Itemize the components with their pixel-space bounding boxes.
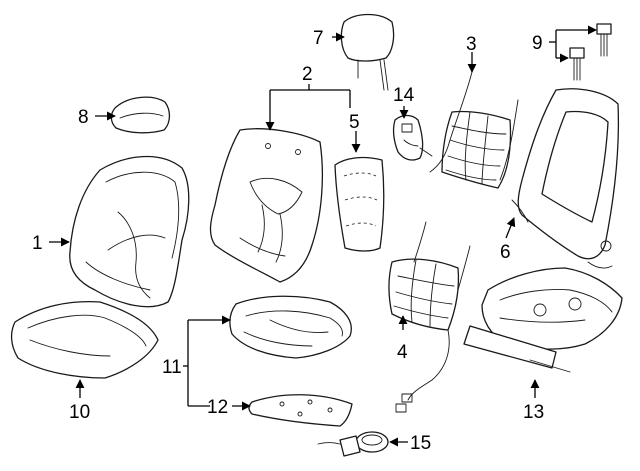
back-panel [334, 156, 385, 252]
callout-7: 7 [313, 28, 324, 49]
callout-14: 14 [393, 85, 415, 106]
bolts [569, 23, 612, 81]
callout-4: 4 [397, 342, 408, 363]
seat-cushion-pad [229, 295, 352, 359]
seat-back-pad [209, 128, 323, 283]
cushion-support-mat [388, 221, 471, 413]
callout-leaders [49, 25, 597, 447]
callout-5: 5 [349, 112, 360, 133]
seat-cushion-cover [10, 300, 159, 379]
lumbar-support-mat [429, 71, 519, 189]
callout-1: 1 [32, 233, 43, 254]
occupant-sensor [317, 431, 389, 457]
callout-13: 13 [523, 402, 544, 423]
callout-6: 6 [500, 242, 511, 263]
headrest-cover [110, 96, 171, 134]
seat-back-cover [69, 155, 190, 308]
seat-back-frame [511, 88, 620, 269]
callout-8: 8 [78, 107, 89, 128]
seat-track-frame [463, 267, 623, 373]
callout-9: 9 [532, 33, 543, 54]
callout-11: 11 [162, 357, 182, 378]
callout-12: 12 [207, 397, 228, 418]
seat-heater [248, 394, 353, 427]
headrest [340, 13, 395, 91]
callout-10: 10 [69, 402, 90, 423]
callout-3: 3 [466, 34, 477, 55]
callout-15: 15 [410, 433, 431, 454]
lumbar-motor [392, 114, 433, 161]
callout-2: 2 [302, 64, 313, 85]
callout-labels: 1 2 3 4 5 6 7 8 9 10 11 12 13 14 15 [32, 28, 544, 454]
